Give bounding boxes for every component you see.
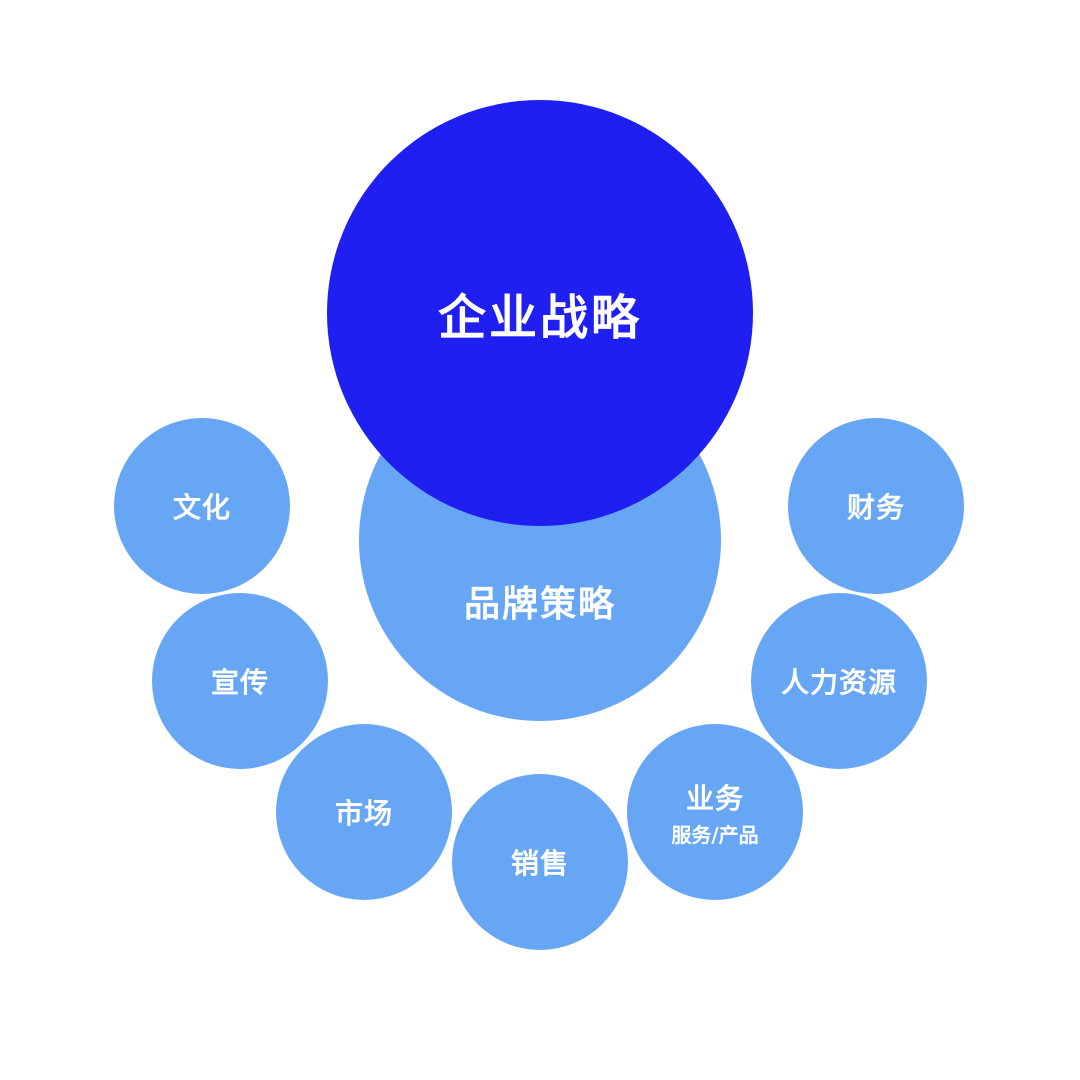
promotion-label: 宣传 xyxy=(210,666,269,699)
market-label: 市场 xyxy=(334,797,393,830)
brand-strategy-label: 品牌策略 xyxy=(463,584,616,625)
corporate-strategy-circle: 企业战略 xyxy=(327,100,753,526)
hr-circle: 人力资源 xyxy=(751,593,927,769)
finance-label: 财务 xyxy=(846,491,905,524)
culture-circle: 文化 xyxy=(114,418,290,594)
promotion-circle: 宣传 xyxy=(152,593,328,769)
corporate-strategy-label: 企业战略 xyxy=(437,290,642,346)
hr-label: 人力资源 xyxy=(780,666,897,699)
sales-label: 销售 xyxy=(510,847,569,880)
finance-circle: 财务 xyxy=(788,418,964,594)
business-circle: 业务 服务/产品 xyxy=(627,724,803,900)
culture-label: 文化 xyxy=(172,491,231,524)
market-circle: 市场 xyxy=(276,724,452,900)
business-label: 业务 xyxy=(685,781,744,815)
business-sublabel: 服务/产品 xyxy=(671,822,759,847)
sales-circle: 销售 xyxy=(452,774,628,950)
